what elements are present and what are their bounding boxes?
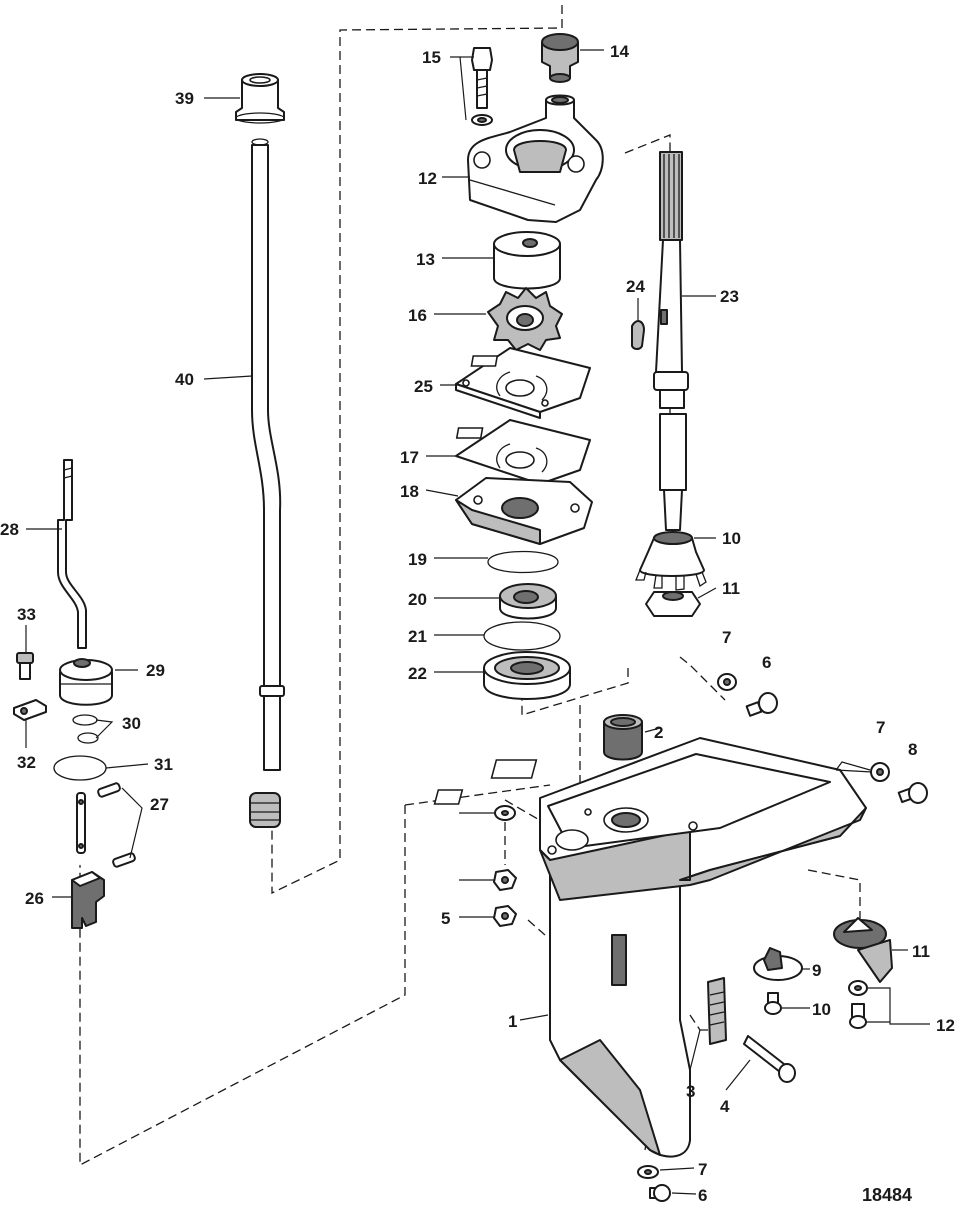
callout-28: 25 bbox=[414, 377, 433, 396]
part-16-liner bbox=[493, 231, 561, 290]
part-19-impeller bbox=[487, 287, 563, 351]
callout-21: 18 bbox=[400, 482, 419, 501]
part-31-shift-rod bbox=[57, 459, 87, 649]
part-34-o-ring bbox=[53, 755, 107, 781]
callout-32: 29 bbox=[146, 661, 165, 680]
shift-shaft-seal bbox=[249, 792, 281, 828]
part-14-nut bbox=[645, 591, 701, 617]
part-20-gasket bbox=[455, 419, 591, 485]
callout-5: 5 bbox=[441, 909, 450, 928]
callout-3: 3 bbox=[686, 1082, 695, 1101]
part-9-screw bbox=[764, 992, 782, 1015]
part-18-screw bbox=[471, 47, 493, 126]
part-6-screw-b bbox=[649, 1184, 671, 1202]
callout-4: 4 bbox=[720, 1097, 730, 1116]
part-40-nut bbox=[493, 869, 517, 891]
callout-17: 14 bbox=[610, 42, 629, 61]
callout-14: 11 bbox=[722, 579, 740, 598]
part-12-screw bbox=[848, 980, 868, 1029]
callout-7-top: 7 bbox=[722, 628, 731, 647]
callout-12: 12 bbox=[936, 1016, 955, 1035]
callout-7-bottom: 7 bbox=[698, 1160, 707, 1179]
part-17-grommet bbox=[541, 33, 579, 83]
part-5-nut bbox=[493, 905, 517, 927]
part-7-washer-c bbox=[637, 1165, 659, 1179]
figure-number: 18484 bbox=[862, 1185, 912, 1205]
part-10-screw bbox=[897, 782, 928, 804]
part-38-shift-shaft bbox=[251, 138, 285, 771]
part-7-washer-b bbox=[870, 762, 890, 782]
callout-23: 20 bbox=[408, 590, 427, 609]
leader-lines bbox=[25, 49, 930, 1195]
callout-2: 2 bbox=[654, 723, 663, 742]
part-27-key bbox=[631, 320, 645, 350]
callout-11: 11 bbox=[912, 942, 930, 961]
part-25-bearing bbox=[483, 651, 571, 700]
part-24-o-ring bbox=[483, 621, 561, 651]
callout-25: 22 bbox=[408, 664, 427, 683]
callout-35: 32 bbox=[17, 753, 36, 772]
callout-30: 27 bbox=[150, 795, 169, 814]
callout-7-right: 7 bbox=[876, 718, 885, 737]
callout-36: 33 bbox=[17, 605, 36, 624]
callout-20: 17 bbox=[400, 448, 419, 467]
callout-labels: 39 40 28 33 29 32 30 31 27 26 15 14 12 1… bbox=[0, 42, 955, 1205]
callout-13: 10 bbox=[722, 529, 741, 548]
callout-38: 40 bbox=[175, 370, 194, 389]
part-3-anode bbox=[707, 977, 727, 1045]
part-23-bearing bbox=[499, 583, 557, 620]
callout-9: 10 bbox=[812, 1000, 831, 1019]
callout-22: 19 bbox=[408, 550, 427, 569]
callout-8: 9 bbox=[812, 961, 821, 980]
part-39-washer bbox=[494, 805, 516, 821]
part-11-trim-tab bbox=[833, 917, 893, 983]
callout-26: 23 bbox=[720, 287, 739, 306]
callout-16: 13 bbox=[416, 250, 435, 269]
callout-34: 31 bbox=[154, 755, 173, 774]
part-26-drive-shaft bbox=[653, 151, 689, 531]
callout-24: 21 bbox=[408, 627, 427, 646]
part-7-washer-a bbox=[717, 673, 737, 691]
callout-33: 30 bbox=[122, 714, 141, 733]
part-6-screw-a bbox=[745, 692, 778, 717]
part-4-bolt bbox=[743, 1035, 796, 1083]
part-13-pinion-gear bbox=[635, 531, 707, 591]
callout-31: 28 bbox=[0, 520, 19, 539]
part-2-bushing bbox=[603, 714, 643, 761]
part-30-pins bbox=[76, 782, 136, 868]
callout-10: 8 bbox=[908, 740, 917, 759]
part-1-gearcase bbox=[433, 737, 867, 1158]
callout-1: 1 bbox=[508, 1012, 517, 1031]
part-22-ring bbox=[487, 550, 559, 574]
part-32-actuator bbox=[59, 658, 113, 706]
part-36-screw bbox=[16, 652, 34, 680]
part-15-pump-housing bbox=[467, 94, 604, 223]
callout-18: 15 bbox=[422, 48, 441, 67]
callout-19: 16 bbox=[408, 306, 427, 325]
callout-29: 26 bbox=[25, 889, 44, 908]
callout-6-bottom: 6 bbox=[698, 1186, 707, 1205]
part-8-anode bbox=[753, 947, 803, 981]
part-35-retainer bbox=[13, 699, 47, 721]
part-21-pump-base bbox=[455, 477, 593, 545]
callout-37: 39 bbox=[175, 89, 194, 108]
callout-27: 24 bbox=[626, 277, 645, 296]
part-33-o-rings bbox=[72, 714, 99, 744]
callout-6-top: 6 bbox=[762, 653, 771, 672]
part-28-plate bbox=[455, 347, 591, 419]
part-37-bushing bbox=[235, 73, 285, 124]
part-29-cam bbox=[71, 871, 105, 929]
callout-15: 12 bbox=[418, 169, 437, 188]
